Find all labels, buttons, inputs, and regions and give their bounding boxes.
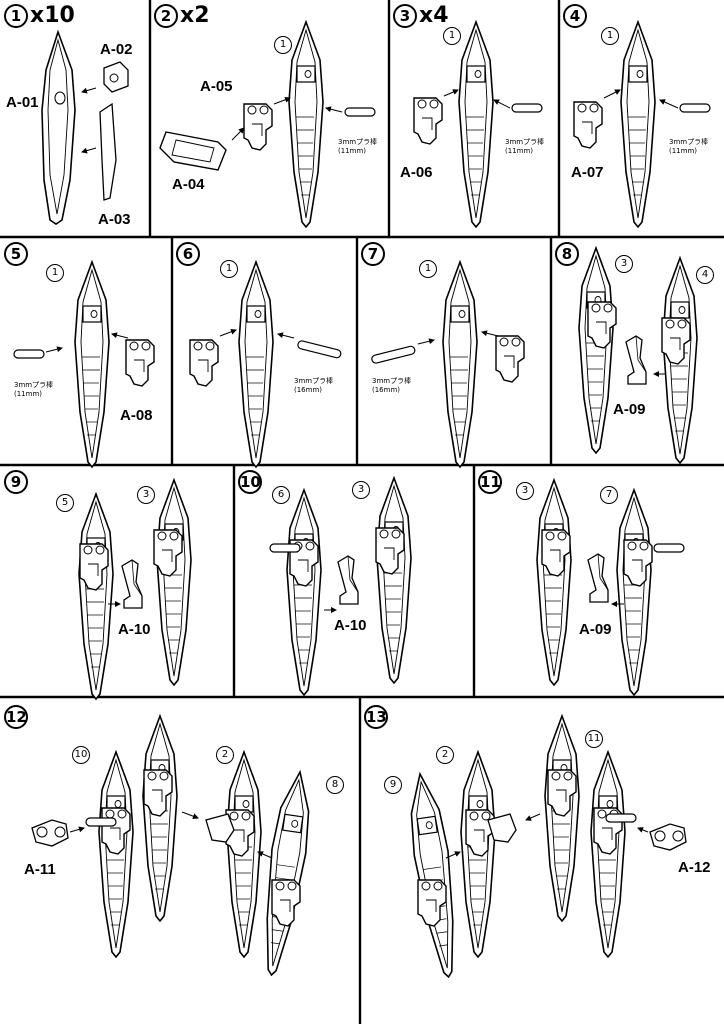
rod-note: 3mmプラ棒 (11mm) — [505, 138, 545, 155]
step-7-panel: 7 1 3mmプラ棒 (16mm) — [357, 237, 551, 465]
step-5-panel: 5 1 A-08 3mmプラ棒 (11mm) — [0, 237, 172, 465]
step-8-number: 8 — [555, 242, 579, 266]
ref-circle: 3 — [352, 481, 370, 499]
step-11-panel: 11 3 7 A-09 — [474, 465, 724, 697]
part-label-a09: A-09 — [579, 621, 612, 638]
step-6-panel: 6 1 3mmプラ棒 (16mm) — [172, 237, 357, 465]
ref-circle: 7 — [600, 486, 618, 504]
part-label-a05: A-05 — [200, 78, 233, 95]
ref-circle: 2 — [216, 746, 234, 764]
ref-circle: 2 — [436, 746, 454, 764]
step-9-panel: 9 5 3 A-10 — [0, 465, 234, 697]
rod-note: 3mmプラ棒 (16mm) — [294, 377, 334, 394]
step-10-panel: 10 6 3 A-10 — [234, 465, 474, 697]
ref-circle: 1 — [46, 264, 64, 282]
step-9-number: 9 — [4, 470, 28, 494]
ref-circle: 9 — [384, 776, 402, 794]
ref-circle: 10 — [72, 746, 90, 764]
step-12-number: 12 — [4, 705, 28, 729]
part-label-a08: A-08 — [120, 407, 153, 424]
step-4-number: 4 — [563, 4, 587, 28]
ref-circle: 5 — [56, 494, 74, 512]
rod-note: 3mmプラ棒 (11mm) — [14, 381, 54, 398]
ref-circle: 3 — [615, 255, 633, 273]
part-label-a01: A-01 — [6, 94, 39, 111]
step-7-number: 7 — [361, 242, 385, 266]
rod-note: 3mmプラ棒 (16mm) — [372, 377, 412, 394]
ref-circle: 3 — [516, 482, 534, 500]
step-13-number: 13 — [364, 705, 388, 729]
step-13-panel: 13 9 2 11 A-12 — [360, 697, 724, 1024]
part-label-a10: A-10 — [118, 621, 151, 638]
step-11-number: 11 — [478, 470, 502, 494]
ref-circle: 1 — [419, 260, 437, 278]
part-label-a10: A-10 — [334, 617, 367, 634]
step-4-panel: 4 1 A-07 3mmプラ棒 (11mm) — [559, 0, 724, 237]
ref-circle: 1 — [601, 27, 619, 45]
part-label-a03: A-03 — [98, 211, 131, 228]
part-label-a02: A-02 — [100, 41, 133, 58]
step-6-number: 6 — [176, 242, 200, 266]
part-label-a12: A-12 — [678, 859, 711, 876]
ref-circle: 1 — [274, 36, 292, 54]
part-label-a09: A-09 — [613, 401, 646, 418]
part-label-a04: A-04 — [172, 176, 205, 193]
step-5-number: 5 — [4, 242, 28, 266]
step-8-panel: 8 3 4 A-09 — [551, 237, 724, 465]
part-label-a06: A-06 — [400, 164, 433, 181]
ref-circle: 1 — [220, 260, 238, 278]
rod-note: 3mmプラ棒 (11mm) — [669, 138, 709, 155]
part-label-a07: A-07 — [571, 164, 604, 181]
ref-circle: 11 — [585, 730, 603, 748]
ref-circle: 6 — [272, 486, 290, 504]
rod-note: 3mmプラ棒 (11mm) — [338, 138, 378, 155]
step-12-panel: 12 10 2 8 A-11 — [0, 697, 360, 1024]
ref-circle: 3 — [137, 486, 155, 504]
ref-circle: 4 — [696, 266, 714, 284]
step-10-number: 10 — [238, 470, 262, 494]
ref-circle: 1 — [443, 27, 461, 45]
ref-circle: 8 — [326, 776, 344, 794]
part-label-a11: A-11 — [24, 861, 56, 878]
